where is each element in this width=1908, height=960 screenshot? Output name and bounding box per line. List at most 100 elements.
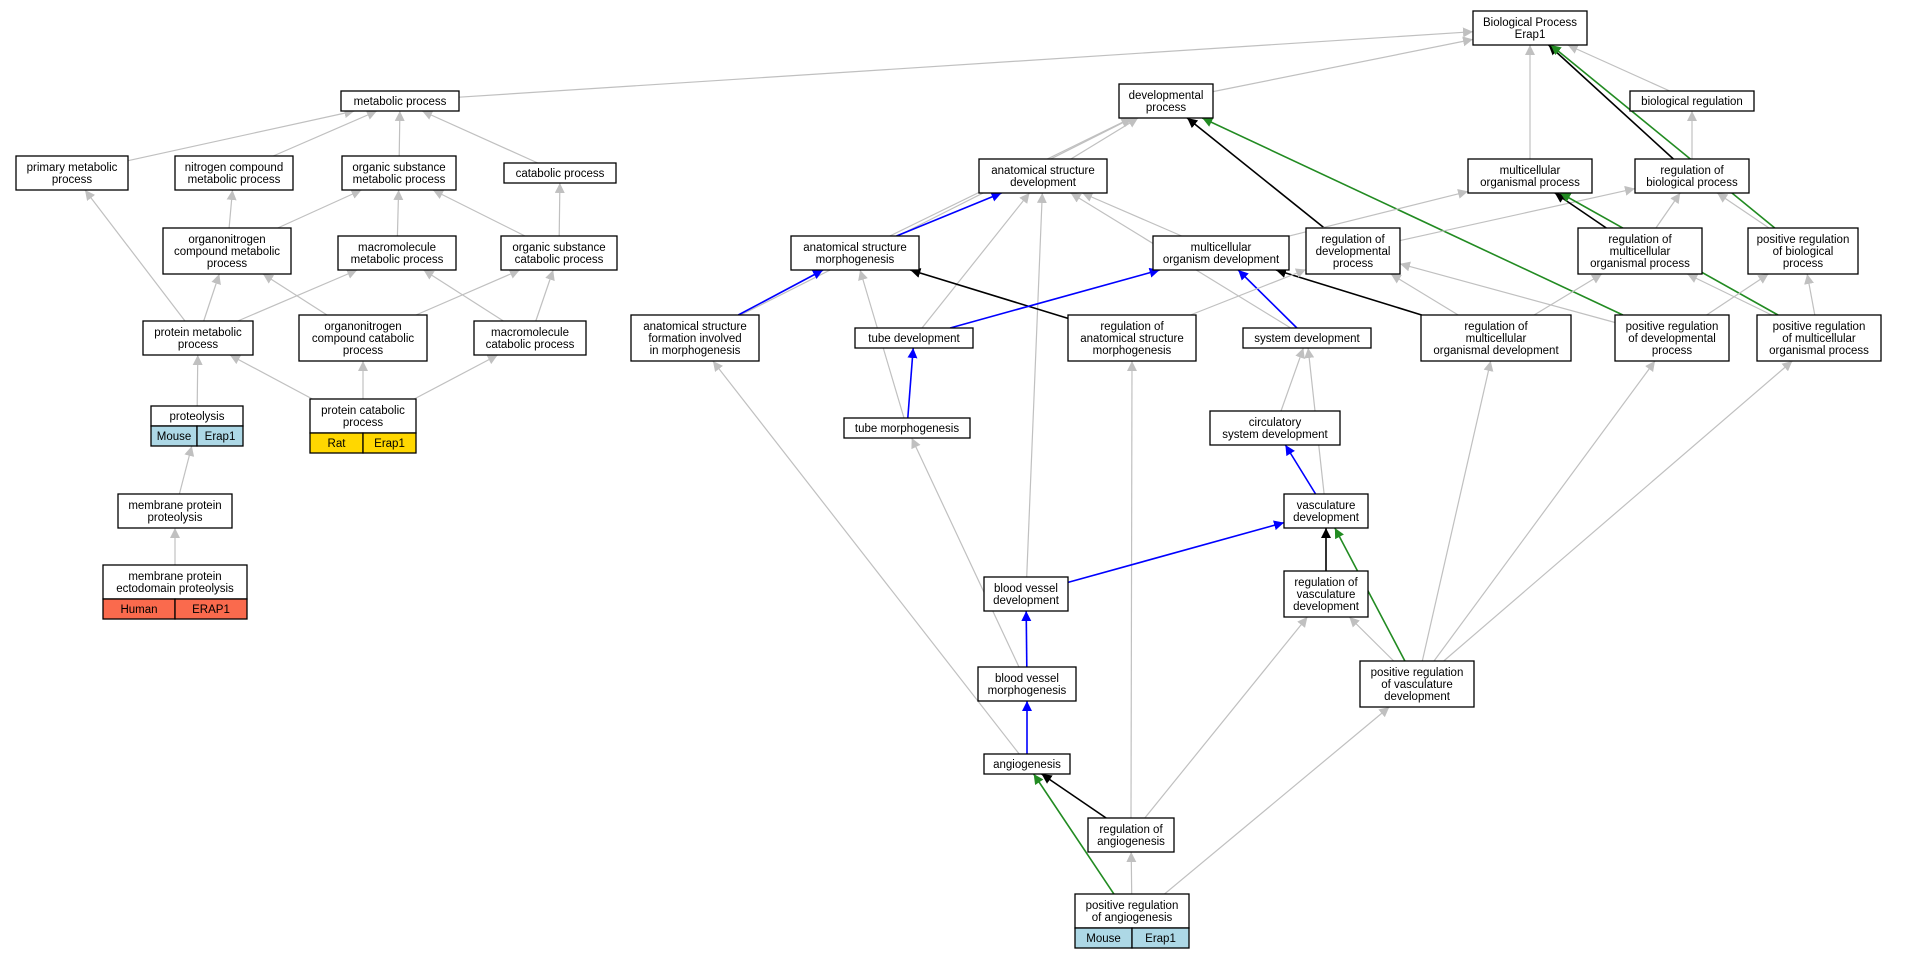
edge-vasculature_development-to-circulatory_system <box>1284 444 1317 495</box>
edge-circulatory_system-to-system_development <box>1280 347 1305 412</box>
edge-tube_development-to-anatomical_structure_development <box>921 192 1030 329</box>
term-box <box>298 314 428 362</box>
term-label-line: proteolysis <box>170 411 225 423</box>
term-label-line: development <box>1010 177 1077 189</box>
term-label-line: proteolysis <box>148 512 203 524</box>
term-box <box>1359 660 1475 708</box>
edge-positive_regulation_developmental-to-positive_regulation_biological <box>1706 273 1769 316</box>
term-box <box>1634 158 1750 194</box>
term-label-line: angiogenesis <box>993 759 1061 771</box>
edge-positive_regulation_vasculature-to-vasculature_development <box>1334 527 1406 662</box>
annotation-species: Human <box>120 604 157 616</box>
edge-membrane_protein_proteolysis-to-proteolysis <box>178 445 195 495</box>
term-box <box>1614 314 1730 362</box>
annotation-gene-cell <box>196 425 244 447</box>
edge-catabolic-to-metabolic <box>421 110 539 164</box>
term-label-line: multicellular <box>1466 333 1527 345</box>
edge-anatomical_structure_formation-to-anatomical_structure_morphogenesis <box>737 269 824 316</box>
term-box <box>790 235 920 271</box>
edge-regulation_multicellular_development-to-multicellular_organism_development <box>1275 268 1422 316</box>
term-label-line: primary metabolic <box>27 162 118 174</box>
term-label-line: organic substance <box>352 162 445 174</box>
edge-regulation_developmental-to-developmental <box>1186 117 1325 229</box>
edge-positive_regulation_biological-to-regulation_biological <box>1716 192 1770 229</box>
edge-regulation_multicellular_development-to-regulation_multicellular_organismal <box>1533 273 1603 316</box>
term-label-line: macromolecule <box>358 242 436 254</box>
term-label-line: tube development <box>868 333 960 345</box>
term-label-line: of multicellular <box>1782 333 1856 345</box>
edge-metabolic-to-bp_root <box>458 27 1474 98</box>
term-label-line: of biological <box>1773 246 1834 258</box>
edge-regulation_angiogenesis-to-regulation_anatomical_morphogenesis <box>1126 360 1137 819</box>
edge-positive_regulation_vasculature-to-regulation_vasculature <box>1348 616 1395 662</box>
term-label-line: anatomical structure <box>643 321 747 333</box>
term-label-line: metabolic process <box>354 96 447 108</box>
edge-regulation_angiogenesis-to-regulation_vasculature <box>1144 616 1308 819</box>
term-box <box>1283 570 1369 618</box>
term-label-line: Erap1 <box>1515 29 1546 41</box>
term-box <box>174 155 294 191</box>
go-term-biological-regulation[interactable]: biological regulation <box>1629 90 1755 112</box>
go-term-system-development[interactable]: system development <box>1242 327 1372 349</box>
go-term-tube-development[interactable]: tube development <box>854 327 974 349</box>
term-label-line: development <box>1293 601 1360 613</box>
term-box <box>340 90 460 112</box>
term-label-line: membrane protein <box>128 500 221 512</box>
edge-macromolecule_catabolic-to-macromolecule_metabolic <box>423 269 504 322</box>
term-label-line: Biological Process <box>1483 17 1577 29</box>
term-label-line: process <box>1146 102 1187 114</box>
term-box <box>503 162 617 184</box>
edge-tube_development-to-multicellular_organism_development <box>949 267 1160 329</box>
go-term-catabolic[interactable]: catabolic process <box>503 162 617 184</box>
term-box <box>102 564 248 600</box>
term-label-line: catabolic process <box>486 339 575 351</box>
edge-positive_regulation_developmental-to-developmental <box>1201 117 1624 316</box>
edge-organonitrogen_catabolic-to-organic_substance_catabolic <box>415 269 521 316</box>
edge-organic_substance_metabolic-to-metabolic <box>394 110 405 157</box>
edge-regulation_anatomical_morphogenesis-to-anatomical_structure_morphogenesis <box>910 268 1069 320</box>
go-term-tube-morphogenesis[interactable]: tube morphogenesis <box>843 417 971 439</box>
term-box <box>983 753 1071 775</box>
go-term-angiogenesis[interactable]: angiogenesis <box>983 753 1071 775</box>
go-term-metabolic[interactable]: metabolic process <box>340 90 460 112</box>
edge-anatomical_structure_formation-to-developmental <box>740 117 1133 316</box>
term-label-line: developmental <box>1316 246 1391 258</box>
edge-protein_catabolic-to-protein_metabolic <box>229 354 313 400</box>
